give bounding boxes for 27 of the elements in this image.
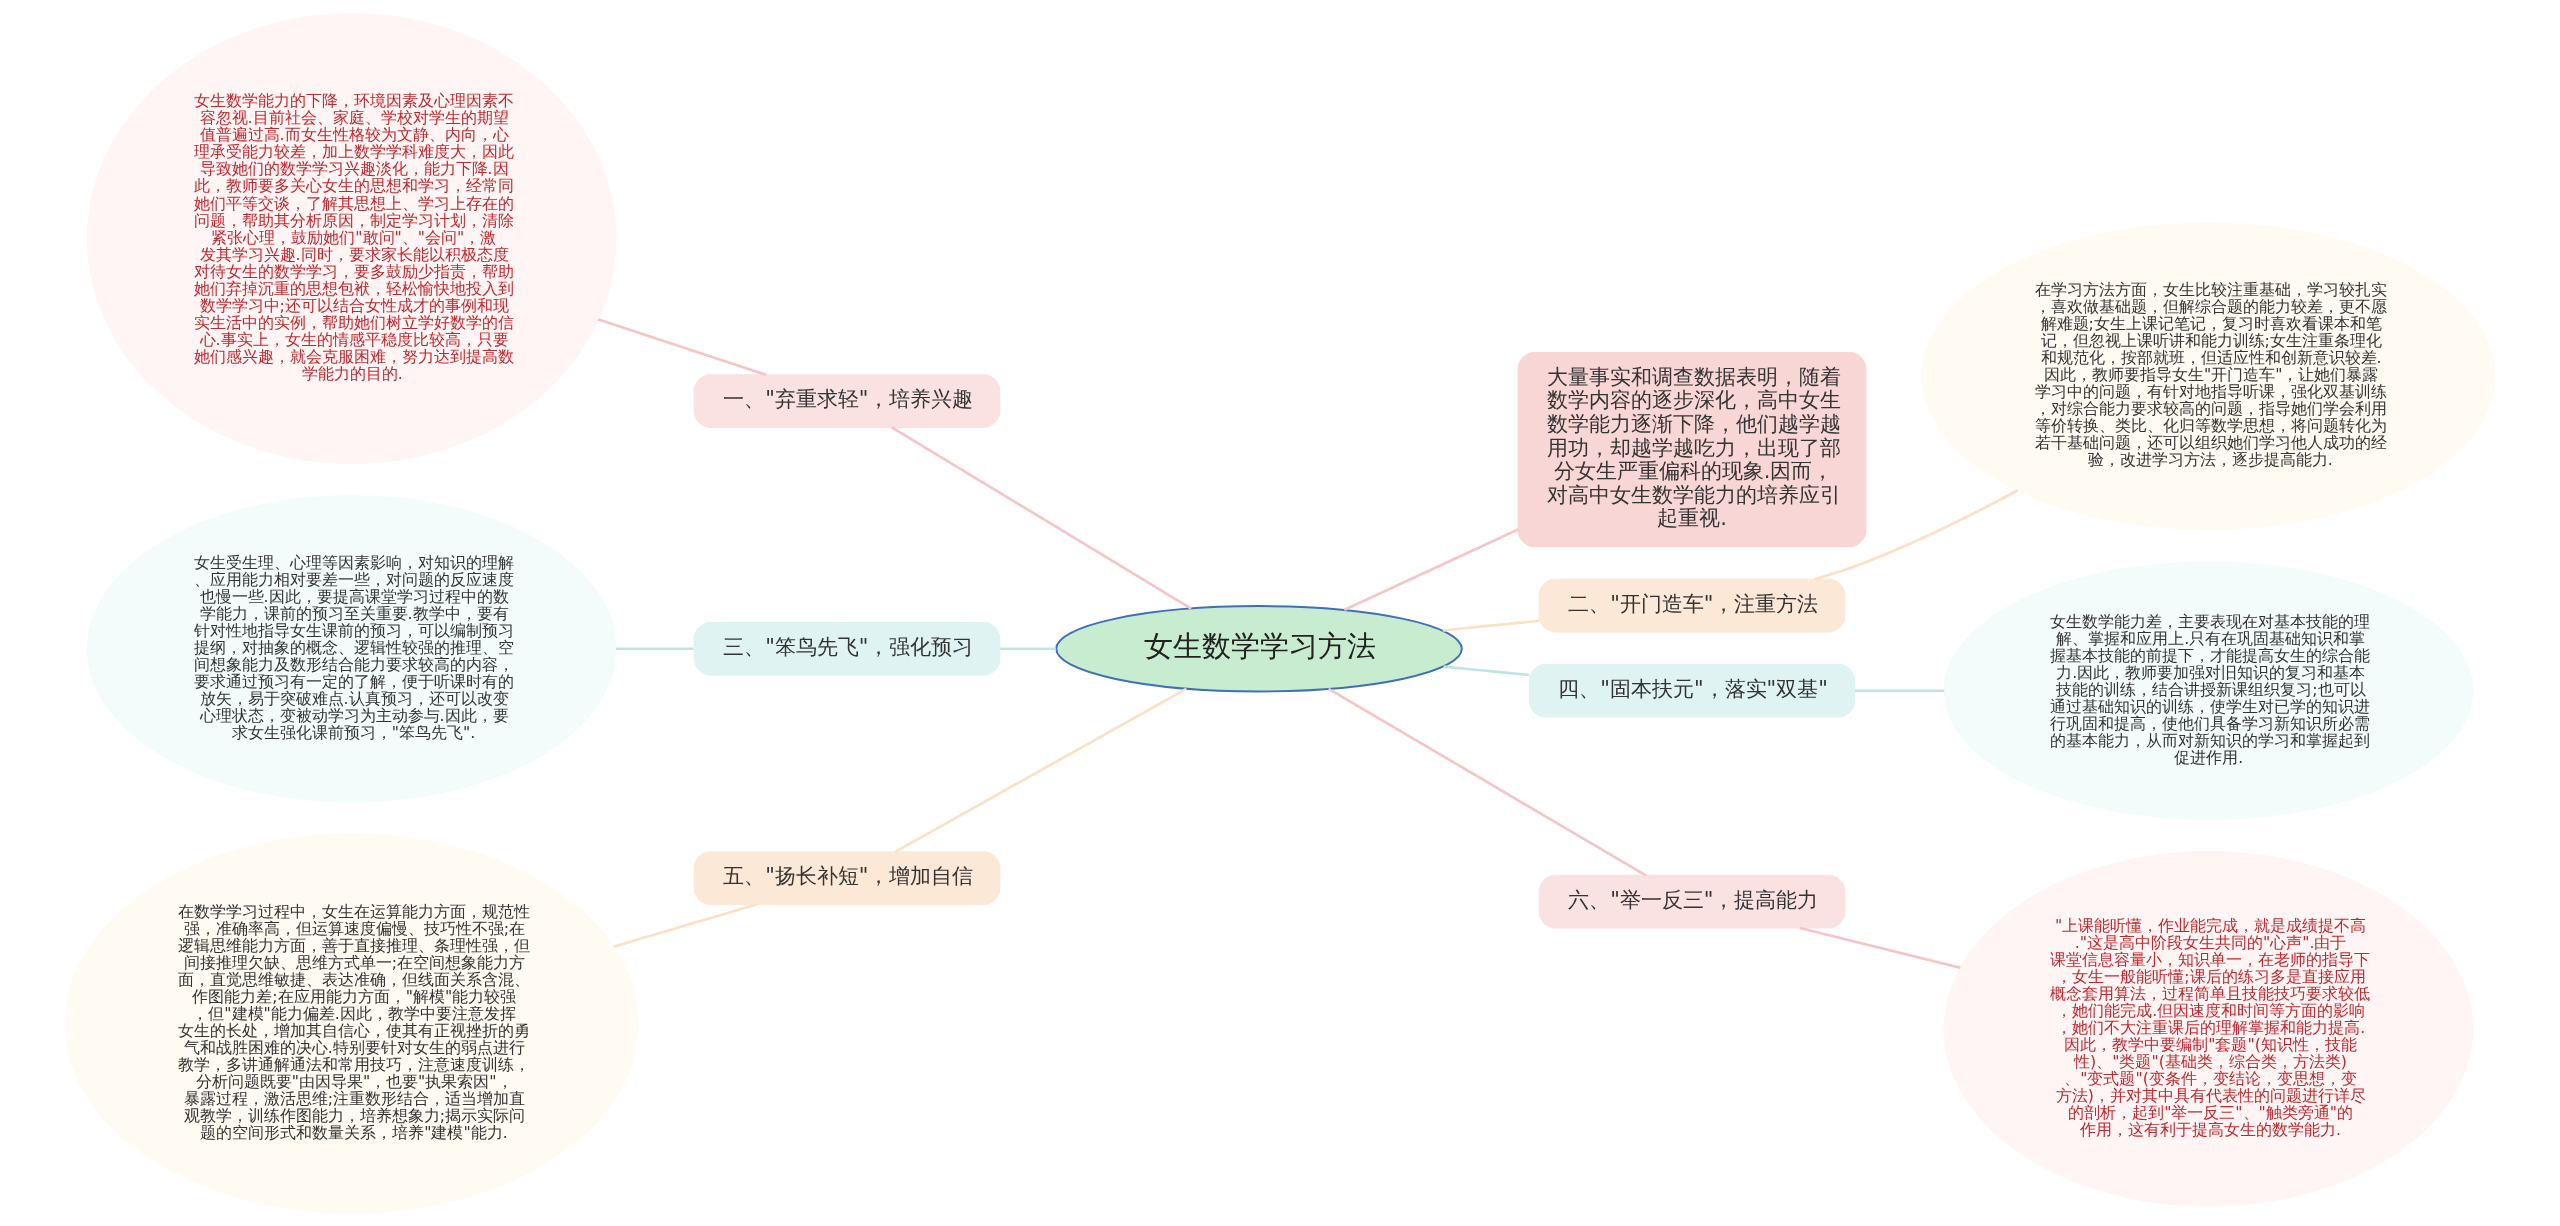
- node-box: 五、"扬长补短"，增加自信: [693, 851, 1001, 905]
- connector: [597, 318, 767, 377]
- connector: [891, 426, 1192, 610]
- connector: [1000, 647, 1056, 651]
- node-ellipse: 在数学学习过程中，女生在运算能力方面，规范性强，准确率高，但运算速度偏慢、技巧性不强;在逻辑思维能力方面，善于直接推理、条理性强，但间接推理欠缺、思维方式单一;在空间想象能力方面，直觉思维敏捷、表达准确，但线面关系含混、作图能力差;在应用能力方面，"解模"能力较强，但"建模"能力偏差.因此，教学中要注意发挥女生的长处，增加其自信心，使其有正视挫折的勇气和战胜困难的决心.特别要针对女生的弱点进行教学，多讲通解通法和常用技巧，注意速度训练，分析问题既要"由因导果"，也要"执果索因"，暴露过程，激活思维;注重数形结合，适当增加直观教学，训练作图能力，培养想象力;揭示实际问题的空间形式和数量关系，培养"建模"能力.: [64, 833, 639, 1214]
- connector: [615, 647, 694, 651]
- connector: [613, 903, 757, 948]
- node-box: 大量事实和调查数据表明，随着数学内容的逐步深化，高中女生数学能力逐渐下降，他们越学越用功，却越学越吃力，出现了部分女生严重偏科的现象.因而，对高中女生数学能力的培养应引起重视.: [1517, 351, 1867, 548]
- connector: [1799, 926, 1961, 970]
- node-box: 六、"举一反三"，提高能力: [1538, 874, 1846, 929]
- node-ellipse: 在学习方法方面，女生比较注重基础，学习较扎实，喜欢做基础题，但解综合题的能力较差，更不愿解难题;女生上课记笔记，复习时喜欢看课本和笔记，但忽视上课听讲和能力训练;女生注重条理化和规范化，按部就班，但适应性和创新意识较差.因此，教师要指导女生"开门造车"，让她们暴露学习中的问题，有针对地指导听课，强化双基训练，对综合能力要求较高的问题，指导她们学会利用等价转换、类比、化归等数学思想，将问题转化为若干基础问题，还可以组织她们学习他人成功的经验，改进学习方法，逐步提高能力.: [1921, 222, 2496, 530]
- connector: [1443, 665, 1530, 677]
- connector: [1854, 689, 1945, 692]
- node-ellipse: 女生受生理、心理等因素影响，对知识的理解、应用能力相对要差一些，对问题的反应速度也慢一些.因此，要提高课堂学习过程中的数学能力，课前的预习至关重要.教学中，要有针对性地指导女生课前的预习，可以编制预习提纲，对抽象的概念、逻辑性较强的推理、空间想象能力及数形结合能力要求较高的内容，要求通过预习有一定的了解，便于听课时有的放矢，易于突破难点.认真预习，还可以改变心理状态，变被动学习为主动参与.因此，要求女生强化课前预习，"笨鸟先飞".: [86, 494, 617, 803]
- node-box: 一、"弃重求轻"，培养兴趣: [693, 374, 1001, 428]
- connector: [1343, 528, 1519, 612]
- node-box: 四、"固本扶元"，落实"双基": [1528, 663, 1856, 718]
- node-box: 二、"开门造车"，注重方法: [1538, 578, 1846, 633]
- connector: [1327, 687, 1647, 877]
- connector: [1814, 489, 2019, 581]
- node-ellipse: "上课能听懂，作业能完成，就是成绩提不高."这是高中阶段女生共同的"心声".由于课堂信息容量小，知识单一，在老师的指导下，女生一般能听懂;课后的练习多是直接应用概念套用算法，过程简单且技能技巧要求较低，她们能完成.但因速度和时间等方面的影响，她们不大注重课后的理解掌握和能力提高.因此，教学中要编制"套题"(知识性，技能性)、"类题"(基础类，综合类，方法类)、"变式题"(变条件，变结论，变思想，变方法)，并对其中具有代表性的问题进行详尽的剖析，起到"举一反三"、"触类旁通"的作用，这有利于提高女生的数学能力.: [1943, 851, 2474, 1207]
- node-box: 三、"笨鸟先飞"，强化预习: [693, 621, 1001, 676]
- node-ellipse: 女生数学能力的下降，环境因素及心理因素不容忽视.目前社会、家庭、学校对学生的期望值普遍过高.而女生性格较为文静、内向，心理承受能力较差，加上数学学科难度大，因此导致她们的数学学习兴趣淡化，能力下降.因此，教师要多关心女生的思想和学习，经常同她们平等交谈，了解其思想上、学习上存在的问题，帮助其分析原因，制定学习计划，清除紧张心理，鼓励她们"敢问"、"会问"，激发其学习兴趣.同时，要求家长能以积极态度对待女生的数学学习，要多鼓励少指责，帮助她们弃掉沉重的思想包袱，轻松愉快地投入到数学学习中;还可以结合女性成才的事例和现实生活中的实例，帮助她们树立学好数学的信心.事实上，女生的情感平稳度比较高，只要她们感兴趣，就会克服困难，努力达到提高数学能力的目的.: [86, 12, 617, 465]
- node-ellipse: 女生数学能力差，主要表现在对基本技能的理解、掌握和应用上.只有在巩固基础知识和掌握基本技能的前提下，才能提高女生的综合能力.因此，教师要加强对旧知识的复习和基本技能的训练，结合讲授新课组织复习;也可以通过基础知识的训练，使学生对已学的知识进行巩固和提高，使他们具备学习新知识所必需的基本能力，从而对新知识的学习和掌握起到促进作用.: [1943, 561, 2474, 820]
- node-ellipse: 女生数学学习方法: [1055, 605, 1463, 693]
- connector: [1442, 619, 1540, 632]
- connector: [894, 687, 1187, 853]
